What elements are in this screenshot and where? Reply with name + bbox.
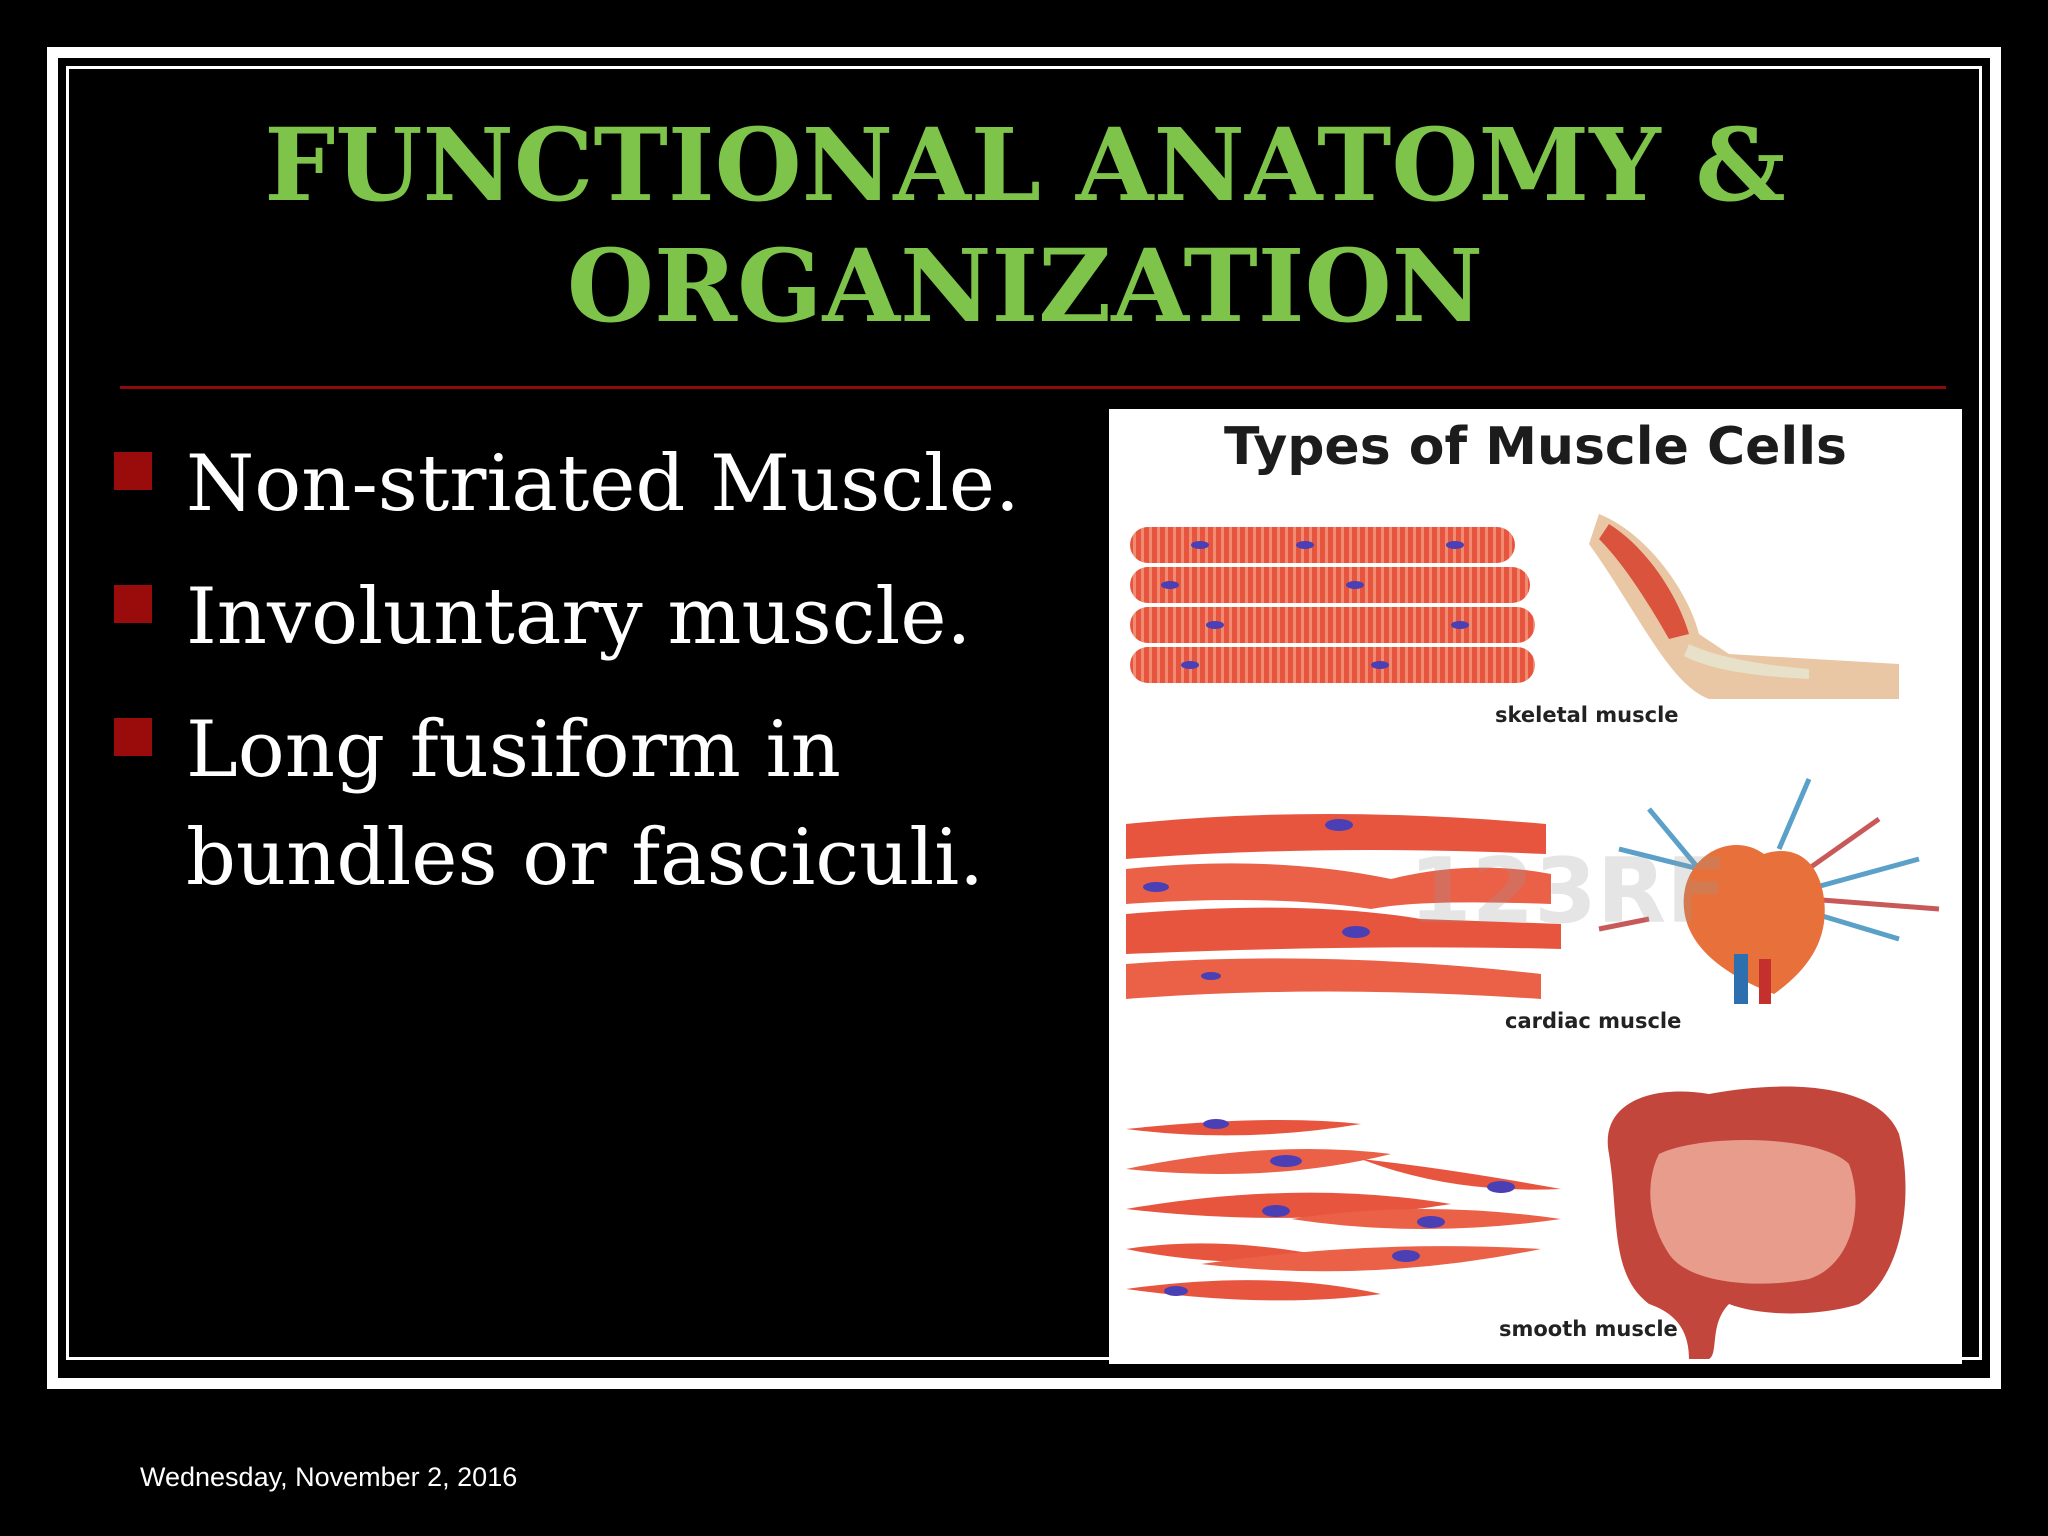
bullet-item: Long fusiform in bundles or fasciculi. xyxy=(110,696,1050,912)
bullet-text: Long fusiform in xyxy=(186,705,841,795)
caption-smooth: smooth muscle xyxy=(1499,1317,1678,1341)
bullet-text: Involuntary muscle. xyxy=(186,572,972,662)
slide-date: Wednesday, November 2, 2016 xyxy=(140,1462,518,1492)
bullet-square-icon xyxy=(114,585,152,623)
skeletal-fibers-illustration xyxy=(1130,527,1535,683)
heart-illustration xyxy=(1598,778,1940,1004)
bullet-square-icon xyxy=(114,452,152,490)
slide-inner-border xyxy=(66,66,1982,1360)
intestine-illustration xyxy=(1607,1086,1906,1359)
title-line-2: ORGANIZATION xyxy=(566,227,1484,345)
watermark-text: 123RF xyxy=(1409,839,1728,944)
bullet-text-continued: bundles or fasciculi. xyxy=(186,813,984,903)
bullet-item: Involuntary muscle. xyxy=(110,563,1050,671)
bullet-text: Non-striated Muscle. xyxy=(186,439,1020,529)
cardiac-fibers-illustration xyxy=(1126,814,1561,999)
title-line-1: FUNCTIONAL ANATOMY & xyxy=(264,106,1786,224)
muscle-cells-figure: Types of Muscle Cells skeletal muscle xyxy=(1109,409,1962,1364)
slide-outer-border xyxy=(47,47,2001,1389)
smooth-fibers-illustration xyxy=(1126,1119,1561,1301)
figure-title: Types of Muscle Cells xyxy=(1224,417,1847,477)
slide-title: FUNCTIONAL ANATOMY & ORGANIZATION xyxy=(90,105,1960,347)
caption-cardiac: cardiac muscle xyxy=(1505,1009,1682,1033)
bullet-list: Non-striated Muscle. Involuntary muscle.… xyxy=(110,430,1050,937)
title-divider xyxy=(120,386,1946,389)
arm-illustration xyxy=(1589,514,1899,699)
bullet-square-icon xyxy=(114,718,152,756)
caption-skeletal: skeletal muscle xyxy=(1495,703,1679,727)
bullet-item: Non-striated Muscle. xyxy=(110,430,1050,538)
